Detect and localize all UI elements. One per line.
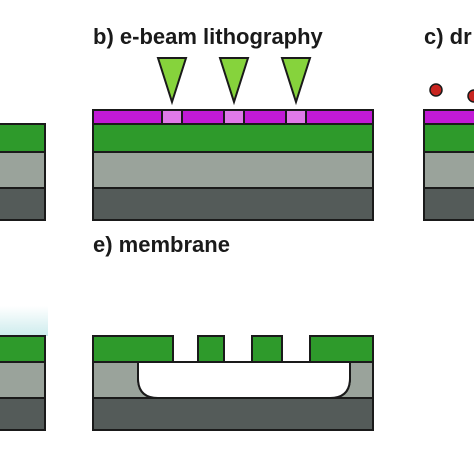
panel-b-label: b) e-beam lithography bbox=[93, 24, 323, 49]
panel-c-label: c) dr bbox=[424, 24, 472, 49]
panel-d-stack-partial bbox=[0, 335, 46, 431]
panel-d-top-layer bbox=[0, 335, 46, 363]
panel-a-stack-partial bbox=[0, 123, 46, 221]
panel-e-substrate bbox=[92, 397, 374, 431]
etchant-particle-icon bbox=[467, 89, 474, 103]
panel-a-substrate bbox=[0, 187, 46, 221]
exposed-resist-spot bbox=[285, 109, 307, 125]
etchant-particle-icon bbox=[429, 83, 443, 97]
membrane-segment-right bbox=[309, 335, 374, 363]
panel-c-stack-partial bbox=[423, 109, 474, 221]
etchant-particles bbox=[429, 83, 474, 103]
panel-b-top-layer bbox=[92, 123, 374, 153]
panel-a-top-layer bbox=[0, 123, 46, 153]
membrane-segment bbox=[251, 335, 283, 363]
panel-d-middle-layer bbox=[0, 361, 46, 399]
panel-d-highlight bbox=[0, 306, 48, 336]
membrane-segment-left bbox=[92, 335, 174, 363]
panel-b-stack bbox=[92, 109, 374, 221]
panel-c-top-layer bbox=[423, 123, 474, 153]
electron-beam-cone-icon bbox=[156, 57, 188, 106]
exposed-resist-spot bbox=[161, 109, 183, 125]
panel-b-substrate bbox=[92, 187, 374, 221]
electron-beam-cones bbox=[156, 57, 312, 106]
panel-c-substrate bbox=[423, 187, 474, 221]
panel-e-stack bbox=[92, 335, 374, 431]
electron-beam-cone-icon bbox=[218, 57, 250, 106]
panel-a-middle-layer bbox=[0, 151, 46, 189]
panel-c-middle-layer bbox=[423, 151, 474, 189]
membrane-segment bbox=[197, 335, 225, 363]
electron-beam-cone-icon bbox=[280, 57, 312, 106]
panel-e-label: e) membrane bbox=[93, 232, 230, 257]
panel-b-middle-layer bbox=[92, 151, 374, 189]
undercut-cavity bbox=[137, 361, 351, 399]
exposed-resist-spot bbox=[223, 109, 245, 125]
panel-d-substrate bbox=[0, 397, 46, 431]
panel-c-resist-layer bbox=[423, 109, 474, 125]
